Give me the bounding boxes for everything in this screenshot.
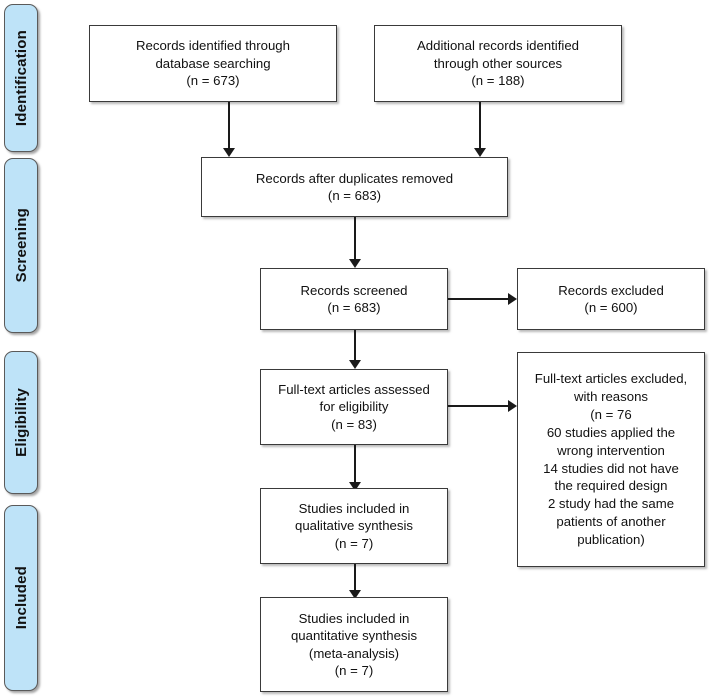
arrowhead-fulltext-to-qualitative	[349, 482, 361, 491]
stage-pill-identification: Identification	[4, 4, 38, 152]
stage-pill-included: Included	[4, 505, 38, 691]
connector-screened-to-excluded	[448, 298, 510, 300]
arrowhead-screened-to-excluded	[508, 293, 517, 305]
box-records-screened: Records screened (n = 683)	[260, 268, 448, 330]
connector-fulltext-to-qualitative	[354, 445, 356, 482]
stage-pill-screening: Screening	[4, 158, 38, 333]
box-qualitative-synthesis: Studies included in qualitative synthesi…	[260, 488, 448, 564]
arrowhead-duplicates-to-screened	[349, 259, 361, 268]
connector-fulltext-to-excluded	[448, 405, 510, 407]
stage-label-screening: Screening	[12, 208, 30, 283]
arrowhead-fulltext-to-excluded	[508, 400, 517, 412]
box-records-identified-other-text: Additional records identified through ot…	[416, 38, 579, 89]
arrowhead-qualitative-to-quantitative	[349, 590, 361, 599]
box-records-screened-text: Records screened (n = 683)	[300, 282, 408, 315]
box-fulltext-assessed: Full-text articles assessed for eligibil…	[260, 369, 448, 445]
box-records-after-duplicates: Records after duplicates removed (n = 68…	[201, 157, 508, 217]
connector-other-to-duplicates	[479, 102, 481, 148]
connector-qualitative-to-quantitative	[354, 564, 356, 590]
stage-label-included: Included	[12, 566, 30, 630]
stage-label-eligibility: Eligibility	[12, 388, 30, 457]
box-fulltext-excluded: Full-text articles excluded, with reason…	[517, 352, 705, 567]
box-quantitative-synthesis-text: Studies included in quantitative synthes…	[290, 610, 418, 678]
box-qualitative-synthesis-text: Studies included in qualitative synthesi…	[294, 500, 414, 551]
box-records-excluded: Records excluded (n = 600)	[517, 268, 705, 330]
connector-duplicates-to-screened	[354, 217, 356, 259]
connector-screened-to-fulltext	[354, 330, 356, 360]
box-records-identified-database: Records identified through database sear…	[89, 25, 337, 102]
arrowhead-database-to-duplicates	[223, 148, 235, 157]
box-records-excluded-text: Records excluded (n = 600)	[558, 282, 664, 315]
connector-database-to-duplicates	[228, 102, 230, 148]
arrowhead-other-to-duplicates	[474, 148, 486, 157]
box-fulltext-assessed-text: Full-text articles assessed for eligibil…	[278, 381, 430, 432]
stage-pill-eligibility: Eligibility	[4, 351, 38, 494]
arrowhead-screened-to-fulltext	[349, 360, 361, 369]
stage-label-identification: Identification	[12, 29, 30, 127]
box-records-identified-database-text: Records identified through database sear…	[136, 38, 290, 89]
box-fulltext-excluded-text: Full-text articles excluded, with reason…	[534, 370, 688, 548]
box-quantitative-synthesis: Studies included in quantitative synthes…	[260, 597, 448, 692]
box-records-after-duplicates-text: Records after duplicates removed (n = 68…	[255, 170, 454, 203]
box-records-identified-other: Additional records identified through ot…	[374, 25, 622, 102]
